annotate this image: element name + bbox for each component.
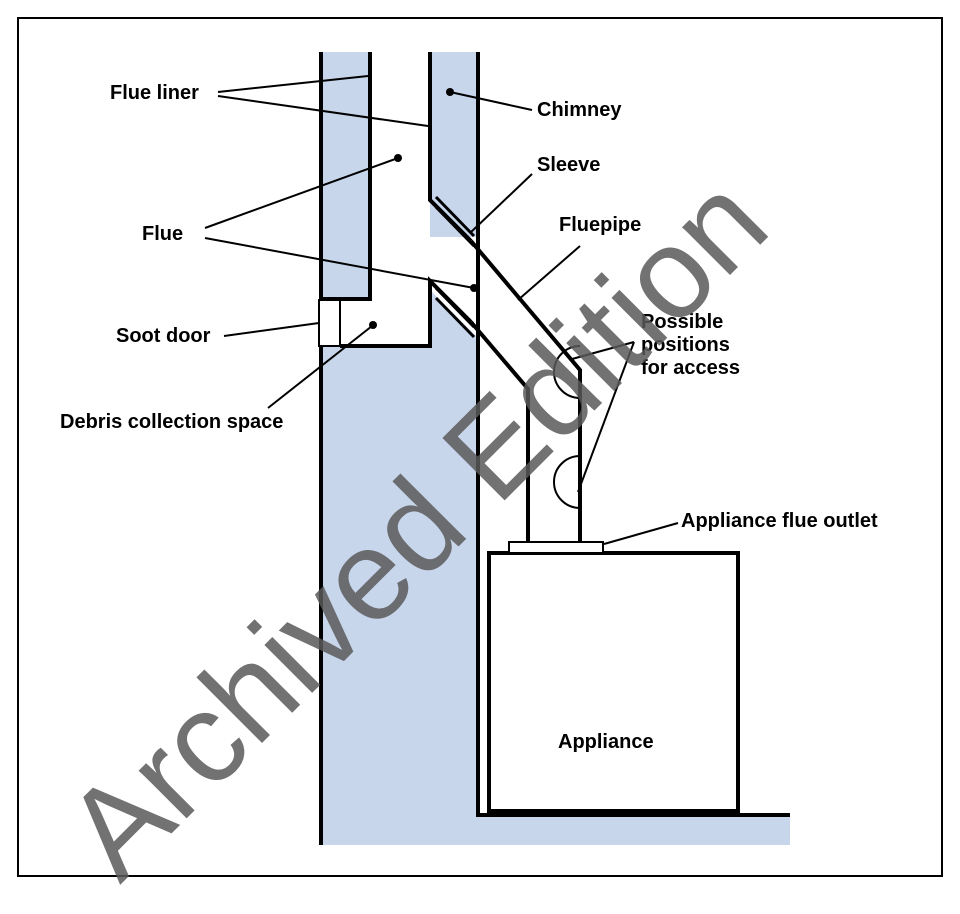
label-sleeve: Sleeve [537,154,600,176]
appliance-box [487,551,740,813]
label-chimney: Chimney [537,99,622,121]
label-possible-positions-2: positions [641,334,730,356]
appliance-flue-outlet [508,541,604,554]
label-appliance-flue-outlet: Appliance flue outlet [681,510,878,532]
fluepipe-lower [469,320,530,542]
label-fluepipe: Fluepipe [559,214,641,236]
label-flue: Flue [142,223,183,245]
marker-dots [369,88,478,329]
figure-frame [17,17,943,877]
leader-lines [204,75,679,545]
access-position-lower [553,455,581,509]
label-debris-collection-space: Debris collection space [60,411,283,433]
chimney-right-wall [476,52,790,817]
access-position-upper [553,345,581,399]
label-soot-door: Soot door [116,325,211,347]
soot-door [318,299,341,347]
sleeve [434,195,476,339]
label-flue-liner: Flue liner [110,82,199,104]
label-appliance: Appliance [558,731,654,753]
label-possible-positions-1: Possible [641,311,723,333]
label-possible-positions-3: for access [641,357,740,379]
